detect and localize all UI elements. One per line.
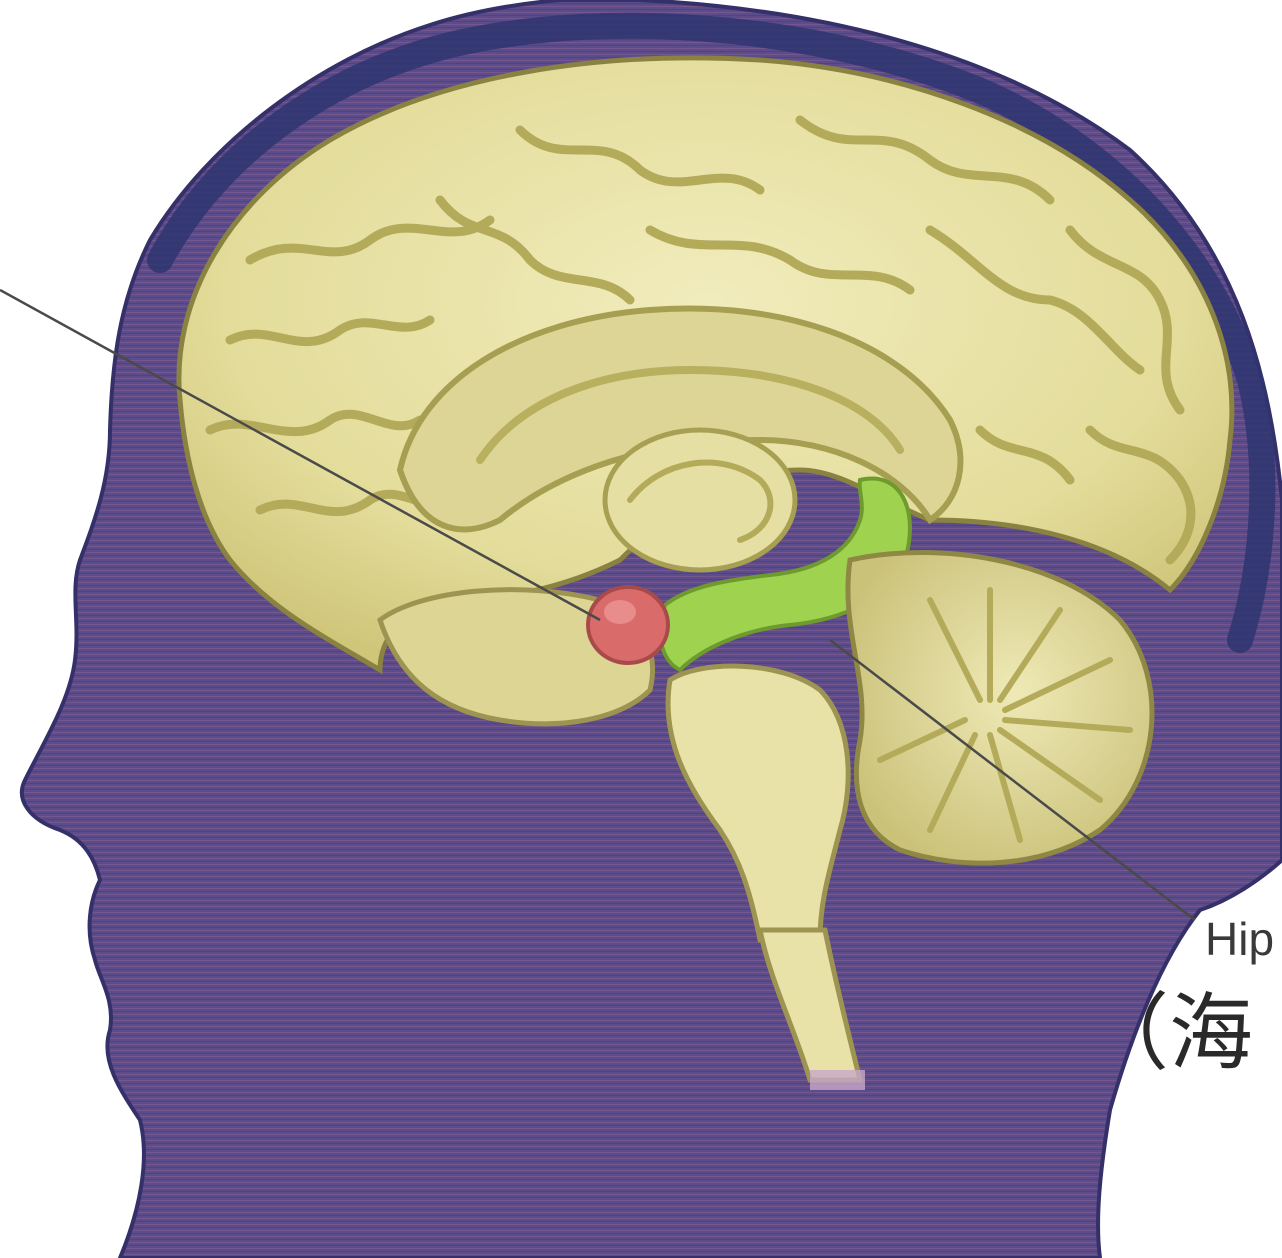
hippocampus-label-cjk: （海 <box>1085 984 1253 1082</box>
hippocampus-label: Hip <box>1205 913 1274 965</box>
amygdala <box>588 587 668 663</box>
amygdala-highlight <box>604 600 636 624</box>
spinal-cord-cut <box>810 1070 865 1090</box>
